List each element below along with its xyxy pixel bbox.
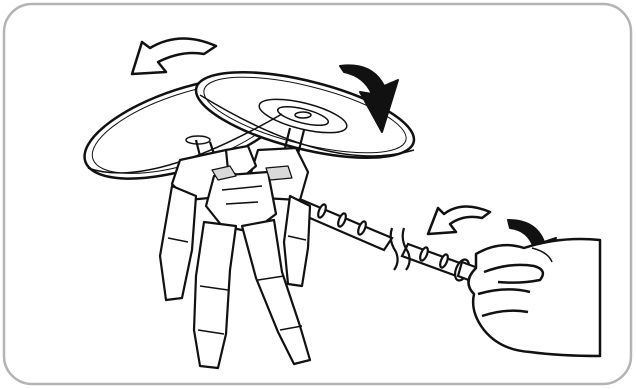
hand-icon (467, 237, 602, 358)
robot-figure (158, 127, 312, 370)
rotation-arrow-icon (130, 37, 218, 76)
launcher-rod (294, 198, 480, 284)
rotation-arrow-icon (339, 64, 399, 133)
rotation-arrow-icon (426, 205, 492, 236)
